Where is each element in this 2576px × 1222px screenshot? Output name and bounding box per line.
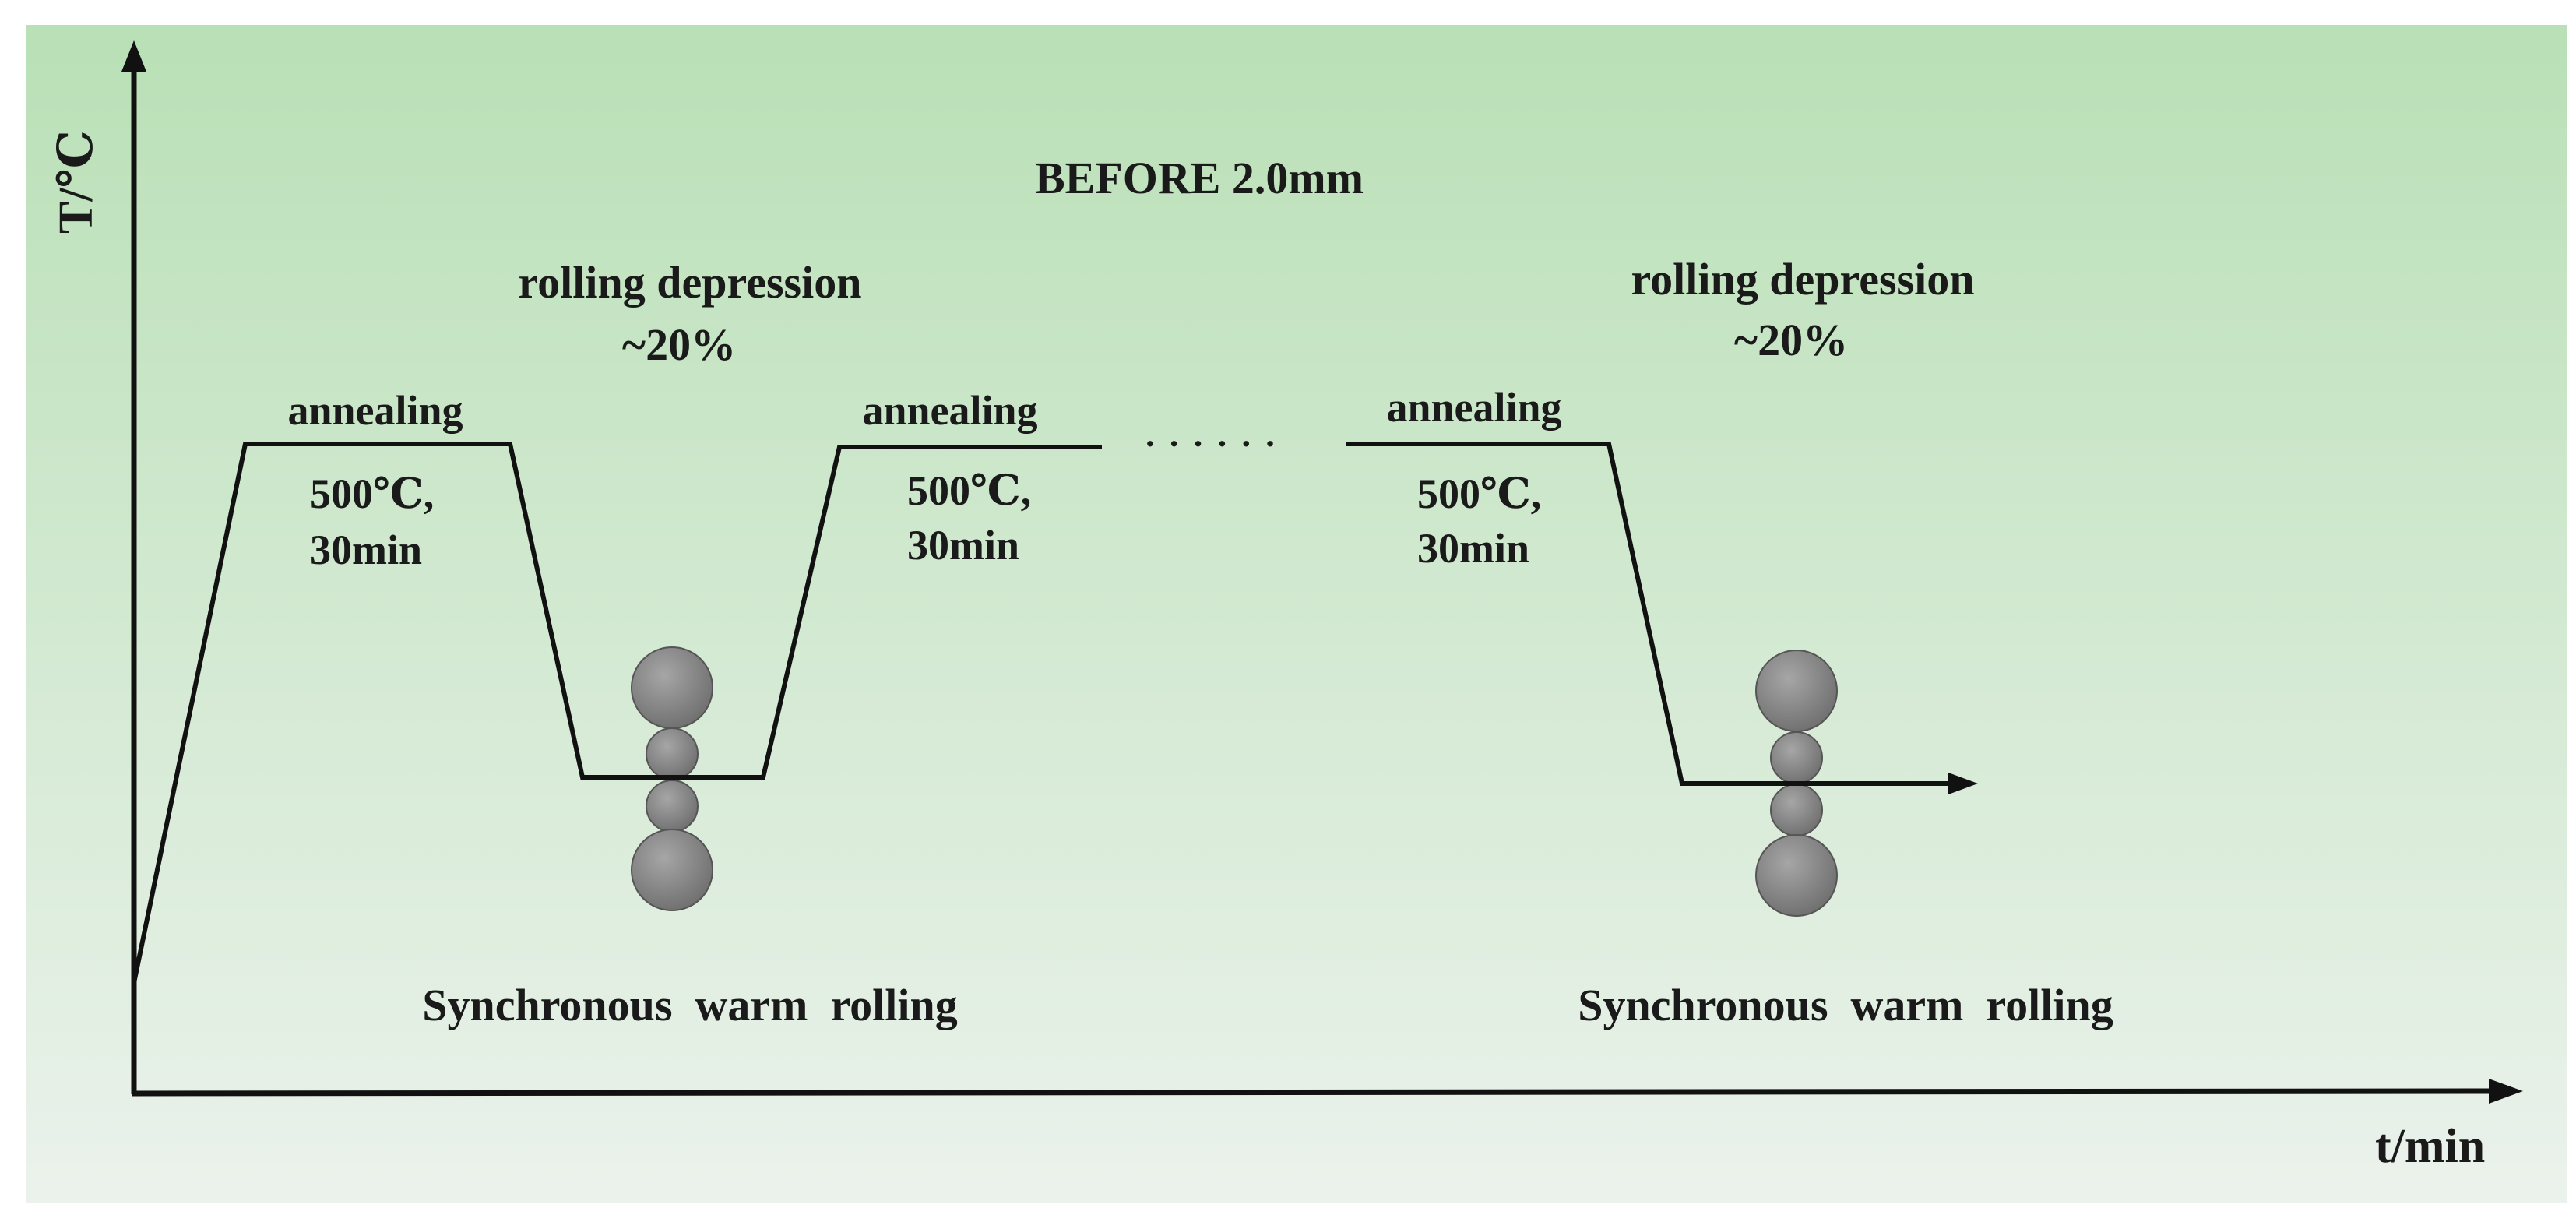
final-arrowhead xyxy=(1948,773,1978,794)
process-label-1: Synchronous warm rolling xyxy=(422,980,958,1030)
rolling-depression-label-2: rolling depression xyxy=(1631,254,1974,305)
x-axis-label: t/min xyxy=(2375,1120,2485,1173)
annealing-label-2: annealing xyxy=(862,387,1037,434)
continuation-ellipsis: · · · · · · xyxy=(1144,424,1278,463)
annealing-condition-1a: 500℃, xyxy=(310,470,434,517)
annealing-label-3: annealing xyxy=(1386,384,1561,431)
annealing-condition-3a: 500℃, xyxy=(1417,470,1541,517)
rolling-mill-2-icon xyxy=(1755,650,1838,917)
annealing-condition-2b: 30min xyxy=(907,522,1019,569)
annealing-condition-3b: 30min xyxy=(1417,525,1529,572)
rolling-depression-value-1: ~20% xyxy=(622,319,736,370)
work-roll-top-1 xyxy=(646,727,699,780)
backup-roll-bottom-2 xyxy=(1755,834,1838,917)
work-roll-bottom-2 xyxy=(1770,784,1823,836)
work-roll-top-2 xyxy=(1770,731,1823,784)
background-panel xyxy=(26,25,2567,1203)
rolling-depression-value-2: ~20% xyxy=(1734,315,1848,365)
rolling-depression-label-1: rolling depression xyxy=(518,257,861,308)
backup-roll-top-2 xyxy=(1755,650,1838,732)
diagram-title: BEFORE 2.0mm xyxy=(1035,153,1364,203)
backup-roll-top-1 xyxy=(631,646,713,729)
process-label-2: Synchronous warm rolling xyxy=(1578,980,2113,1030)
rolling-mill-1-icon xyxy=(631,646,713,911)
y-axis-arrowhead xyxy=(121,40,146,72)
x-axis xyxy=(132,1088,2500,1097)
backup-roll-bottom-1 xyxy=(631,829,713,911)
y-axis-label: T/℃ xyxy=(50,130,103,234)
x-axis-arrowhead xyxy=(2489,1079,2523,1104)
annealing-condition-1b: 30min xyxy=(310,526,422,573)
annealing-label-1: annealing xyxy=(287,387,463,434)
work-roll-bottom-1 xyxy=(646,780,699,833)
annealing-condition-2a: 500℃, xyxy=(907,467,1031,514)
